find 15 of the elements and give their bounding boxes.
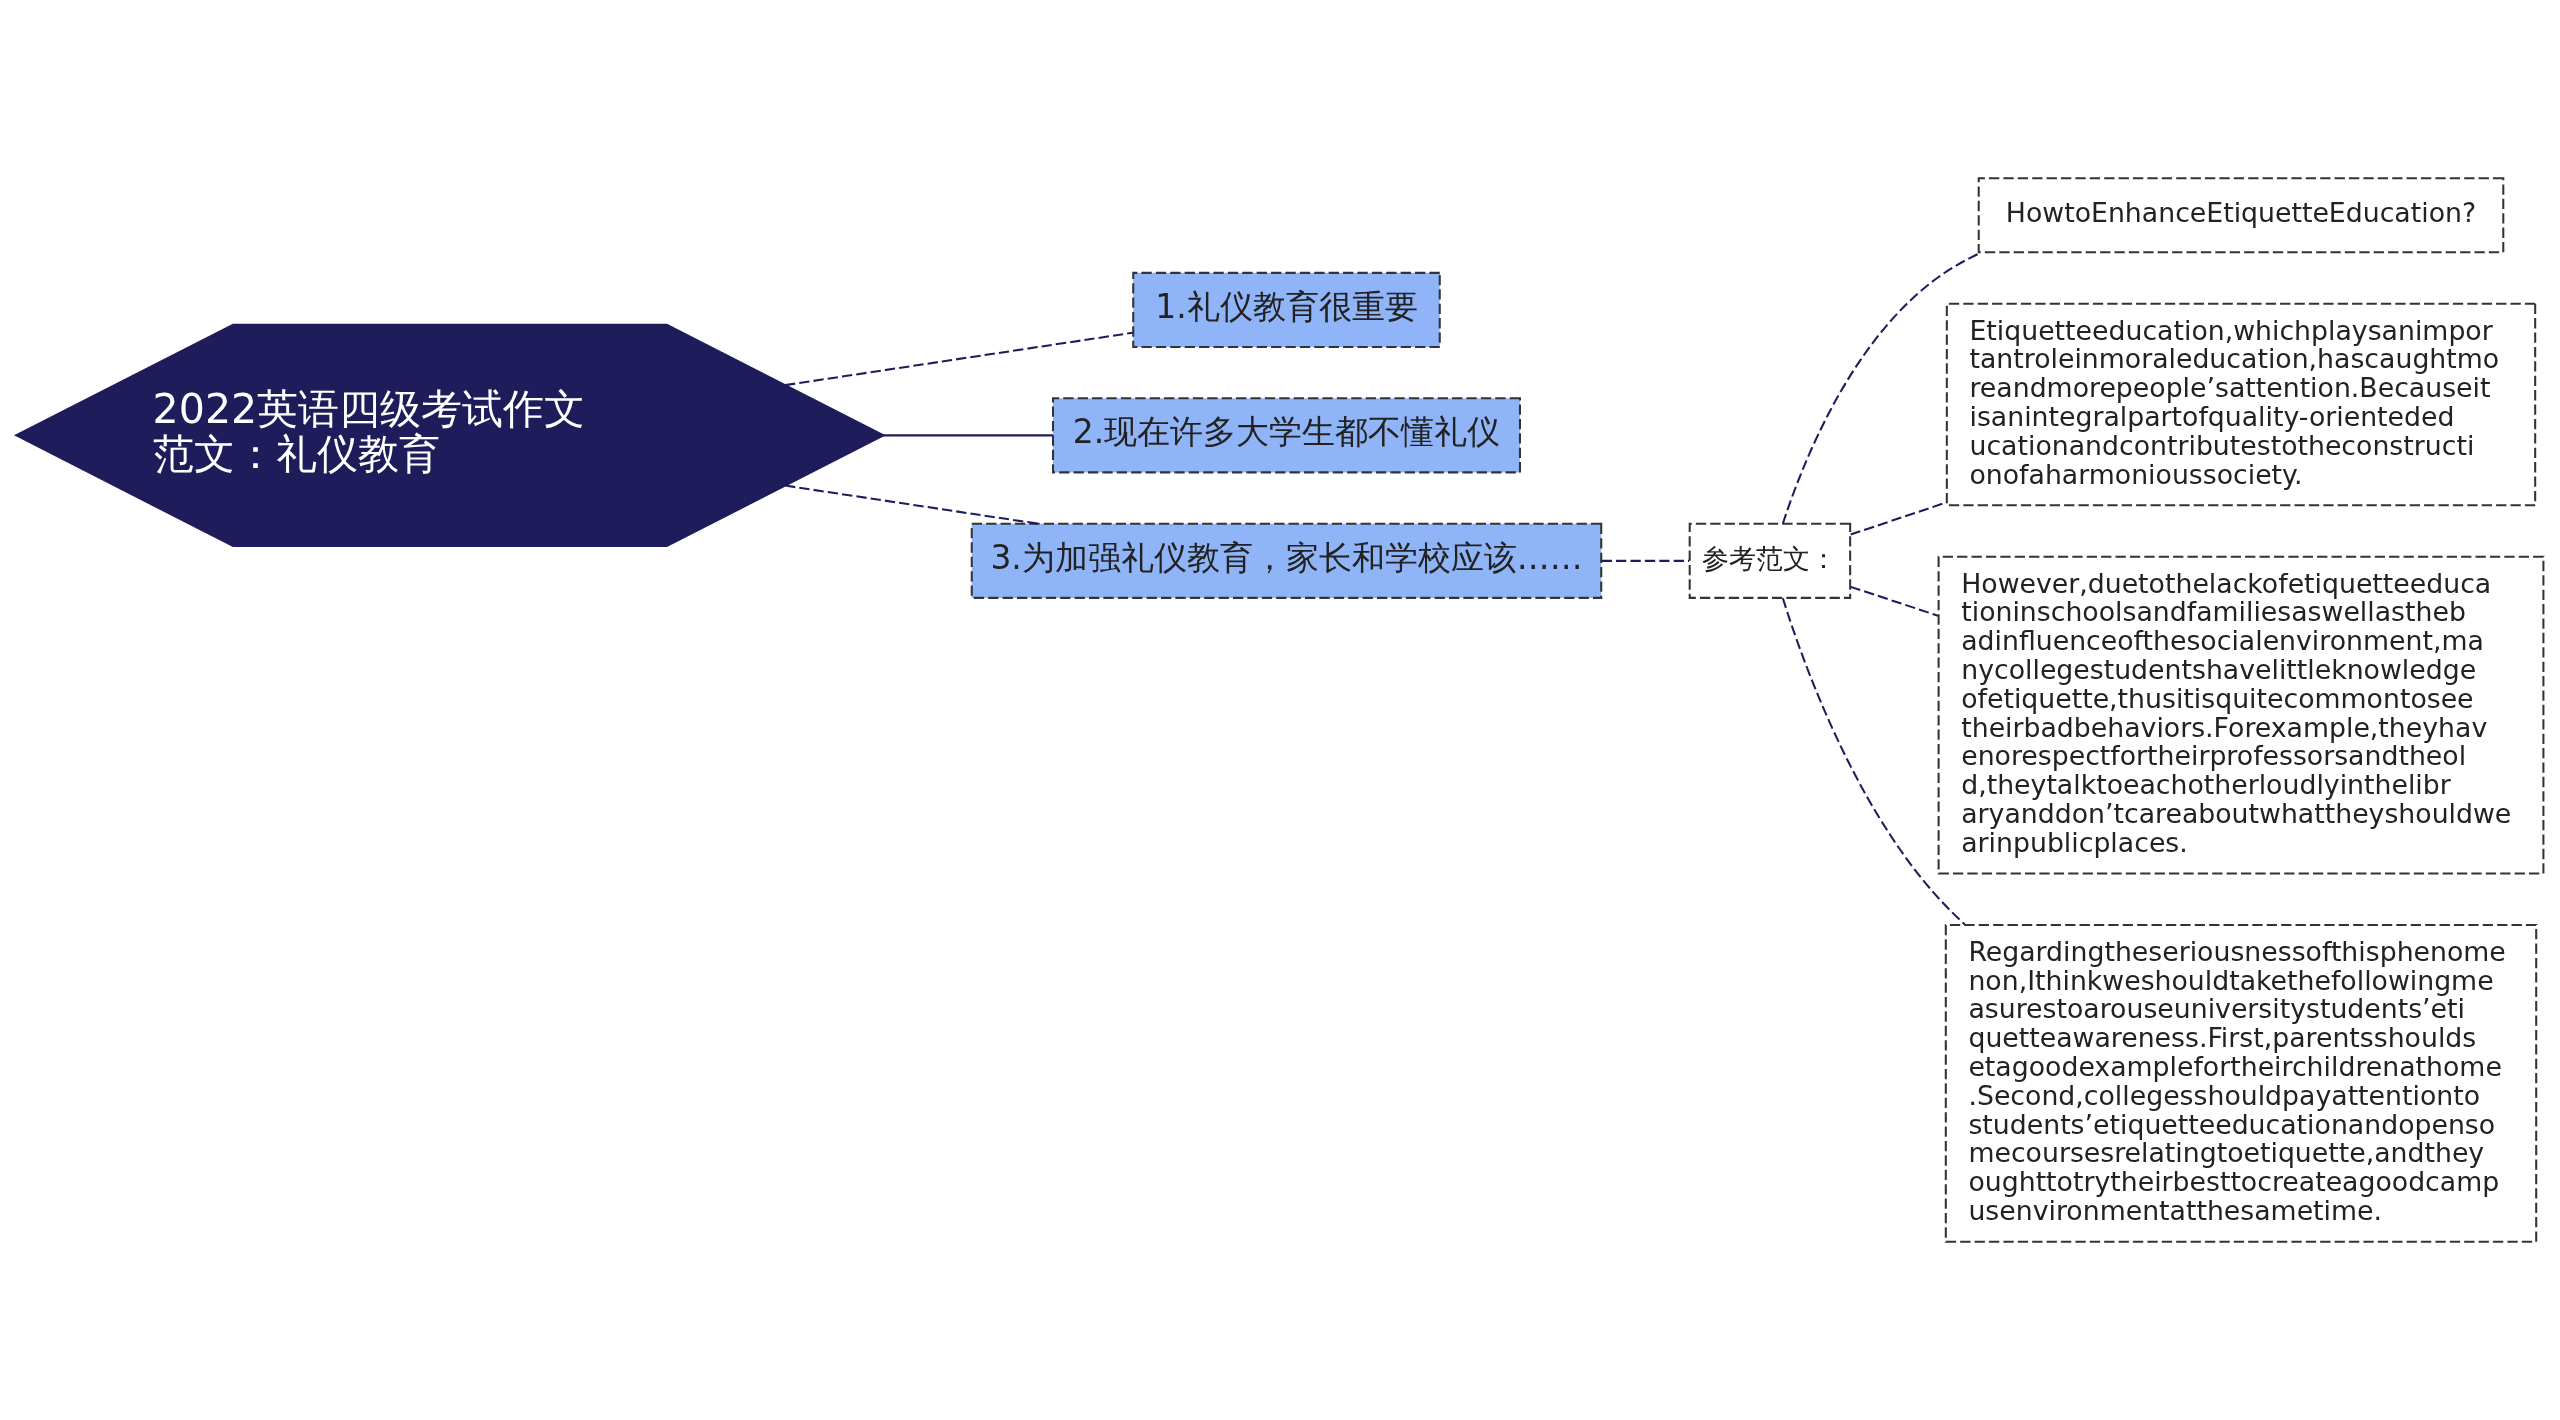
node-box: Etiquetteeducation,whichplaysanimportantroleinmoraleducation,hascaughtmoreandmorepeople’sattention.Becauseitisanintegralpartofquality-orientededucationandcontributestotheconstructionofaharmonioussociety. xyxy=(1945,302,2537,507)
connector xyxy=(1850,585,1939,617)
node-box: Regardingtheseriousnessofthisphenomenon,Ithinkweshouldtakethefollowingmeasurestoarouseuniversitystudents’etiquetteawareness.First,parentsshouldsetagoodexamplefortheirchildrenathome.Second,collegesshouldpayattentiontostudents’etiquetteeducationandopensomecoursesrelatingtoetiquette,andtheyoughttotrytheirbesttocreateagoodcampusenvironmentatthesametime. xyxy=(1944,923,2538,1243)
node-box: 参考范文： xyxy=(1688,522,1852,599)
node-box: 3.为加强礼仪教育，家长和学校应该…… xyxy=(970,522,1603,599)
connector xyxy=(1781,597,1966,926)
node-box: HowtoEnhanceEtiquetteEducation? xyxy=(1977,177,2505,254)
node-box: 1.礼仪教育很重要 xyxy=(1132,271,1441,348)
node-box: However,duetothelackofetiquetteeducationinschoolsandfamiliesaswellasthebadinfluenceofthesocialenvironment,manycollegestudentshavelittleknowledgeofetiquette,thusitisquitecommontoseetheirbadbehaviors.Forexample,theyhavenorespectfortheirprofessorsandtheold,theytalktoeachotherloudlyinthelibraryanddon’tcareaboutwhattheyshouldwearinpublicplaces. xyxy=(1937,555,2545,875)
connector xyxy=(1850,501,1947,536)
connector xyxy=(883,434,1053,437)
node-box: 2.现在许多大学生都不懂礼仪 xyxy=(1051,397,1521,474)
connector xyxy=(1601,559,1690,562)
connector xyxy=(785,484,1039,525)
connector xyxy=(785,331,1133,387)
